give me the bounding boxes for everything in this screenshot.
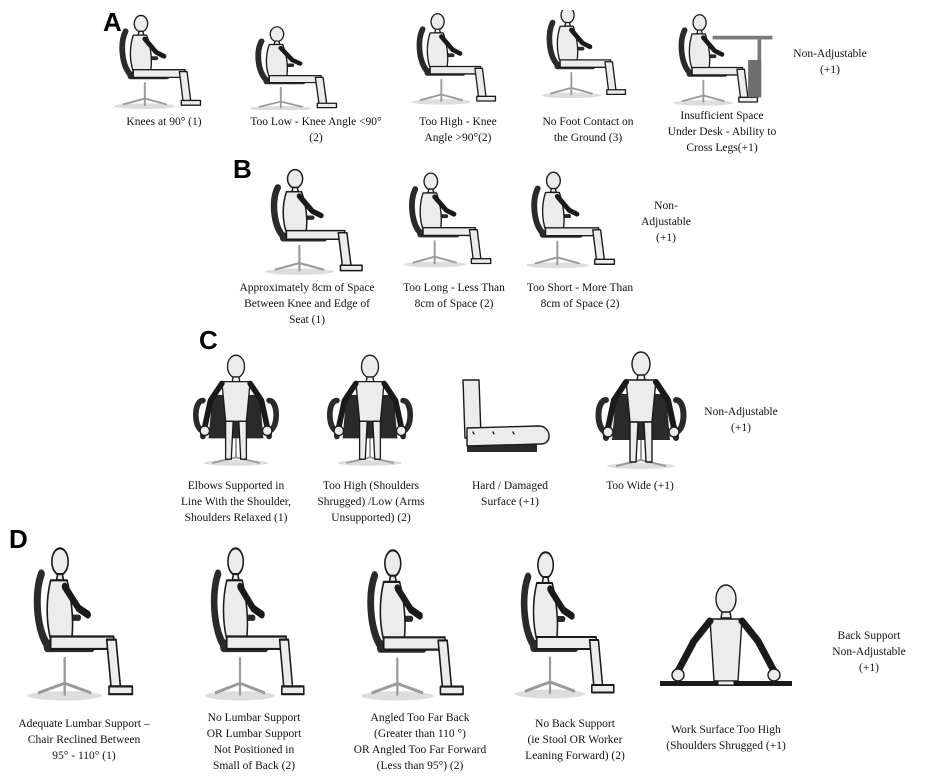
- mannequin-no-back-support-icon: [506, 550, 638, 700]
- caption-d1: Adequate Lumbar Support – Chair Reclined…: [4, 716, 164, 764]
- mannequin-seated-knees-90-icon: [106, 14, 222, 110]
- caption-c4: Too Wide (+1): [590, 478, 690, 494]
- mannequin-backrest-angled-icon: [352, 548, 488, 702]
- mannequin-seat-too-short-icon: [518, 168, 636, 272]
- non-adjustable-note-d: Back Support Non-Adjustable (+1): [816, 628, 922, 676]
- mannequin-seat-too-low-icon: [242, 14, 358, 110]
- caption-a4: No Foot Contact on the Ground (3): [528, 114, 648, 146]
- caption-d2: No Lumbar Support OR Lumbar Support Not …: [186, 710, 322, 774]
- mannequin-work-surface-too-high-icon: [656, 578, 796, 694]
- caption-d4: No Back Support (ie Stool OR Worker Lean…: [508, 716, 642, 764]
- mannequin-lumbar-support-ok-icon: [18, 546, 158, 702]
- mannequin-under-desk-icon: [666, 12, 778, 108]
- caption-a2: Too Low - Knee Angle <90° (2): [232, 114, 400, 146]
- mannequin-armrest-too-wide-icon: [586, 346, 696, 474]
- non-adjustable-note-a: Non-Adjustable (+1): [770, 46, 890, 78]
- mannequin-seat-too-high-icon: [404, 10, 516, 108]
- caption-b3: Too Short - More Than 8cm of Space (2): [516, 280, 644, 312]
- caption-c1: Elbows Supported in Line With the Should…: [166, 478, 306, 526]
- caption-a5: Insufficient Space Under Desk - Ability …: [652, 108, 792, 156]
- non-adjustable-note-b: Non- Adjustable (+1): [630, 198, 702, 246]
- non-adjustable-note-c: Non-Adjustable (+1): [686, 404, 796, 436]
- forearm-on-hard-surface-icon: [448, 372, 568, 472]
- caption-b1: Approximately 8cm of Space Between Knee …: [222, 280, 392, 328]
- caption-d5: Work Surface Too High (Shoulders Shrugge…: [646, 722, 806, 754]
- mannequin-feet-off-ground-icon: [534, 10, 646, 106]
- mannequin-armrest-too-high-icon: [318, 346, 422, 474]
- caption-a1: Knees at 90° (1): [104, 114, 224, 130]
- mannequin-armrest-ok-icon: [184, 346, 288, 474]
- mannequin-seat-too-long-icon: [396, 168, 512, 272]
- caption-b2: Too Long - Less Than 8cm of Space (2): [392, 280, 516, 312]
- caption-a3: Too High - Knee Angle >90°(2): [400, 114, 516, 146]
- section-letter-b: B: [233, 156, 252, 182]
- mannequin-no-lumbar-support-icon: [196, 546, 328, 702]
- mannequin-seat-depth-ok-icon: [256, 168, 386, 276]
- caption-d3: Angled Too Far Back (Greater than 110 °)…: [336, 710, 504, 774]
- caption-c2: Too High (Shoulders Shrugged) /Low (Arms…: [306, 478, 436, 526]
- caption-c3: Hard / Damaged Surface (+1): [460, 478, 560, 510]
